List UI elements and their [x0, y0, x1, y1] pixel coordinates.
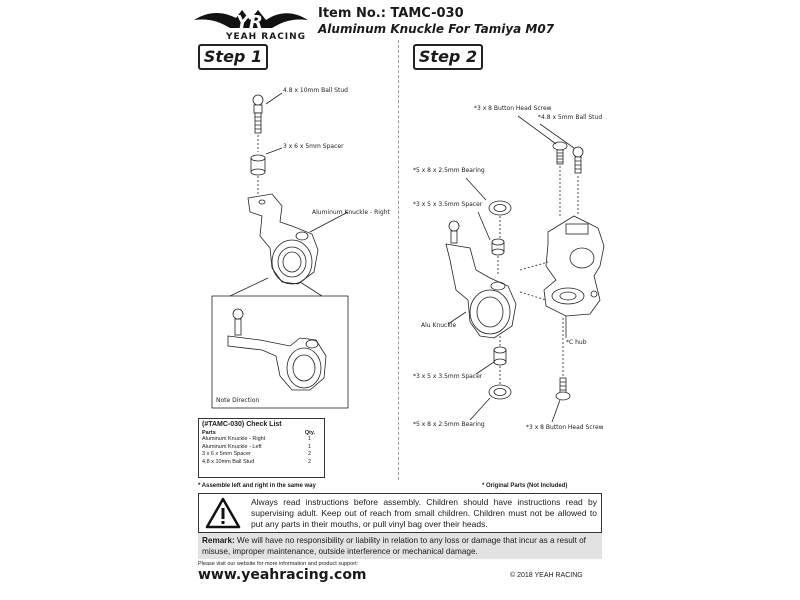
assemble-note: * Assemble left and right in the same wa…: [198, 483, 316, 489]
original-parts-note: * Original Parts (Not Included): [482, 483, 568, 489]
warning-text: Always read instructions before assembly…: [251, 497, 597, 529]
ball-stud-label: 4.8 x 10mm Ball Stud: [283, 87, 348, 94]
button-screw-top-label: *3 x 8 Button Head Screw: [474, 105, 552, 112]
warning-box: Always read instructions before assembly…: [198, 493, 602, 533]
bearing-bottom: [488, 384, 512, 400]
check-list-title: (#TAMC-030) Check List: [202, 421, 282, 428]
copyright: © 2018 YEAH RACING: [510, 572, 583, 579]
remark-box: Remark: We will have no responsibility o…: [198, 533, 602, 559]
svg-text:YR: YR: [236, 12, 263, 33]
remark-label: Remark:: [202, 536, 235, 545]
product-title: Aluminum Knuckle For Tamiya M07: [318, 22, 555, 36]
ball-stud-5mm: [572, 146, 584, 174]
check-list-row: 3 x 6 x 5mm Spacer 2: [202, 451, 321, 459]
spacer-top-label: *3 x 5 x 3.5mm Spacer: [413, 201, 483, 208]
part-qty: 2: [307, 458, 311, 465]
spacer-part: [250, 154, 266, 176]
item-number: Item No.: TAMC-030: [318, 6, 464, 21]
step-1-label: Step 1: [198, 44, 268, 70]
parts-column-header: Parts: [202, 430, 216, 436]
spacer-top: [491, 238, 505, 256]
part-name: Aluminum Knuckle - Left: [202, 443, 262, 450]
knuckle-right-part: [247, 193, 319, 285]
bearing-top-label: *5 x 8 x 2.5mm Bearing: [413, 167, 485, 174]
note-direction-detail: [227, 308, 327, 391]
spacer-bottom: [493, 346, 507, 366]
check-list-row: Aluminum Knuckle - Left 1: [202, 444, 321, 452]
c-hub-label: *C hub: [566, 339, 587, 346]
c-hub-part: [543, 215, 605, 317]
button-screw-bottom-label: *3 x 8 Button Head Screw: [526, 424, 604, 431]
check-list-table: (#TAMC-030) Check List Parts Qty. Alumin…: [198, 418, 325, 478]
qty-column-header: Qty.: [304, 430, 315, 436]
part-qty: 1: [307, 436, 311, 442]
step-divider: [398, 40, 399, 480]
bearing-bottom-label: *5 x 8 x 2.5mm Bearing: [413, 421, 485, 428]
ball-stud-5mm-label: *4.8 x 5mm Ball Stud: [538, 114, 603, 121]
part-name: 3 x 6 x 5mm Spacer: [202, 451, 251, 457]
website-note: Please visit our website for more inform…: [198, 561, 359, 567]
part-qty: 2: [307, 451, 311, 457]
check-list-header: Parts Qty.: [202, 430, 321, 436]
spacer-bottom-label: *3 x 5 x 3.5mm Spacer: [413, 373, 483, 380]
spacer-label: 3 x 6 x 5mm Spacer: [283, 143, 344, 150]
ball-stud-part: [252, 94, 264, 134]
part-qty: 1: [307, 443, 311, 450]
button-head-screw-bottom: [555, 377, 571, 401]
part-name: 4.8 x 10mm Ball Stud: [202, 458, 255, 465]
check-list-row: 4.8 x 10mm Ball Stud 2: [202, 459, 321, 467]
yeah-racing-logo: YR: [194, 10, 308, 33]
bearing-top: [488, 200, 512, 216]
warning-icon: [205, 497, 241, 529]
alu-knuckle-label: Alu Knuckle: [421, 322, 457, 329]
website-link[interactable]: www.yeahracing.com: [198, 567, 367, 583]
button-head-screw-top: [552, 141, 568, 165]
alu-knuckle-part: [445, 220, 517, 339]
part-name: Aluminum Knuckle - Right: [202, 436, 266, 442]
check-list-row: Aluminum Knuckle - Right 1: [202, 436, 321, 444]
logo-wordmark: YEAH RACING: [226, 32, 307, 42]
step-2-label: Step 2: [413, 44, 483, 70]
note-direction-label: Note Direction: [216, 397, 260, 404]
remark-text: We will have no responsibility or liabil…: [202, 536, 586, 556]
knuckle-right-label: Aluminum Knuckle - Right: [312, 209, 390, 216]
